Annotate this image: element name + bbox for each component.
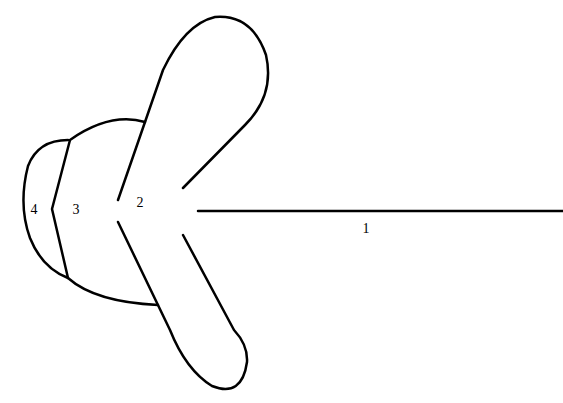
axis-line xyxy=(198,210,563,213)
middle-part-outline xyxy=(52,119,158,305)
callout-number: 2 xyxy=(135,195,146,211)
callout-number: 1 xyxy=(361,221,372,237)
outer-part-outline xyxy=(23,140,68,278)
lobed-part-outline xyxy=(118,17,268,389)
callout-number: 3 xyxy=(71,202,82,218)
callout-number: 4 xyxy=(29,202,40,218)
